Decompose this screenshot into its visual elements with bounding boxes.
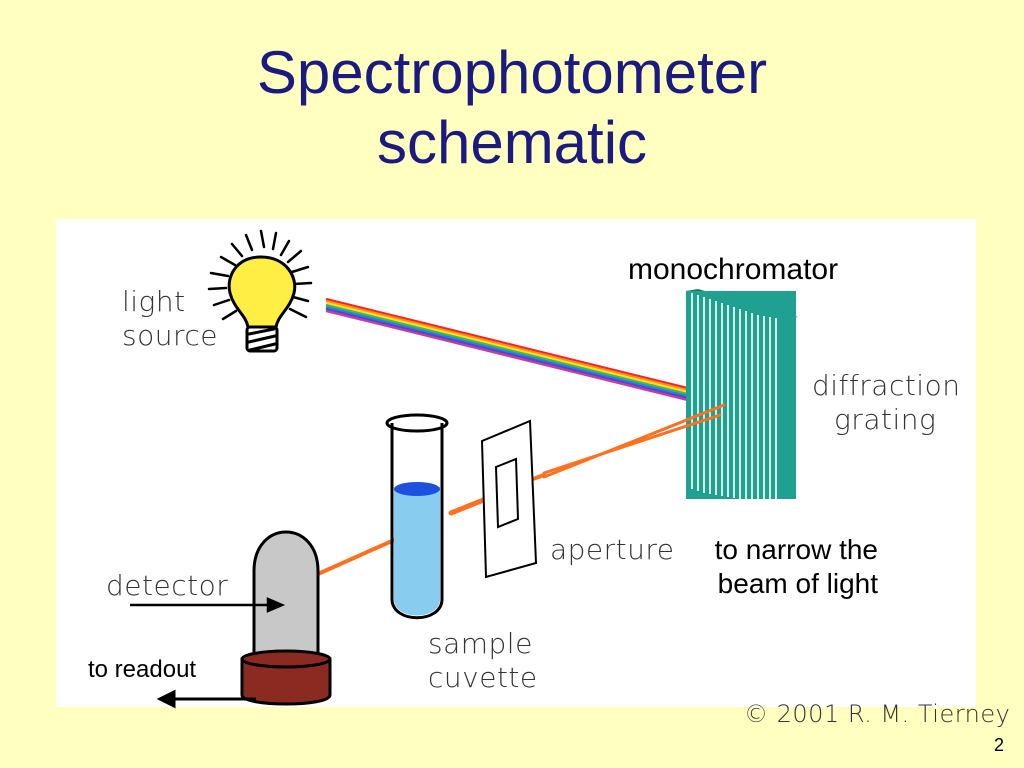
title-line-1: Spectrophotometer bbox=[256, 39, 768, 106]
aperture-note-line-2: beam of light bbox=[717, 568, 878, 599]
sample-label-line-1: sample bbox=[428, 627, 533, 660]
test-tube bbox=[385, 413, 449, 620]
monochromator-label: monochromator bbox=[628, 253, 839, 286]
readout-arrow bbox=[156, 689, 256, 709]
aperture-label: aperture bbox=[550, 533, 675, 566]
schematic-diagram: light source monochromator diffraction g… bbox=[56, 219, 1010, 728]
detector-tube bbox=[240, 530, 332, 706]
detector-label: detector bbox=[106, 569, 229, 602]
schematic-graphics bbox=[130, 229, 798, 709]
aperture-note: to narrow the beam of light bbox=[676, 533, 878, 601]
copyright-notice: © 2001 R. M. Tierney bbox=[744, 700, 1011, 728]
aperture-note-line-1: to narrow the bbox=[714, 534, 878, 565]
light-source-label-line-1: light bbox=[122, 285, 186, 318]
aperture-slit bbox=[480, 419, 538, 579]
light-bulb-icon bbox=[207, 229, 313, 353]
light-source-label: light source bbox=[122, 285, 218, 353]
detector-arrow bbox=[130, 597, 286, 613]
diffraction-label-line-2: grating bbox=[834, 403, 937, 436]
sample-label-line-2: cuvette bbox=[428, 661, 538, 694]
light-source-label-line-2: source bbox=[122, 319, 218, 352]
diffraction-label-line-1: diffraction bbox=[812, 369, 961, 402]
slide-title: Spectrophotometer schematic bbox=[0, 38, 1024, 178]
diffraction-grating-label: diffraction grating bbox=[812, 369, 960, 437]
white-light-beam bbox=[325, 297, 725, 411]
title-line-2: schematic bbox=[376, 109, 648, 176]
page-number: 2 bbox=[993, 735, 1004, 755]
diffraction-grating bbox=[686, 289, 798, 499]
sample-cuvette-label: sample cuvette bbox=[428, 627, 538, 695]
to-readout-label: to readout bbox=[88, 656, 197, 683]
